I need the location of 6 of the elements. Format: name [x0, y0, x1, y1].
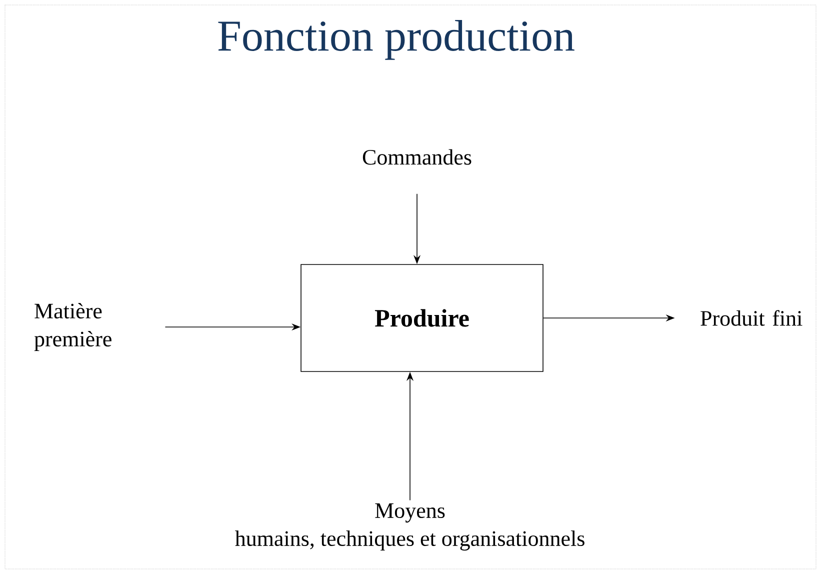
- resource-label: Moyens humains, techniques et organisationnels: [235, 503, 584, 551]
- input-label: Matière première: [34, 302, 112, 351]
- title: Fonction production: [218, 20, 574, 60]
- process-box: Produire: [300, 264, 544, 372]
- output-label: Produit fini: [700, 310, 802, 326]
- input-label: Commandes: [362, 149, 472, 165]
